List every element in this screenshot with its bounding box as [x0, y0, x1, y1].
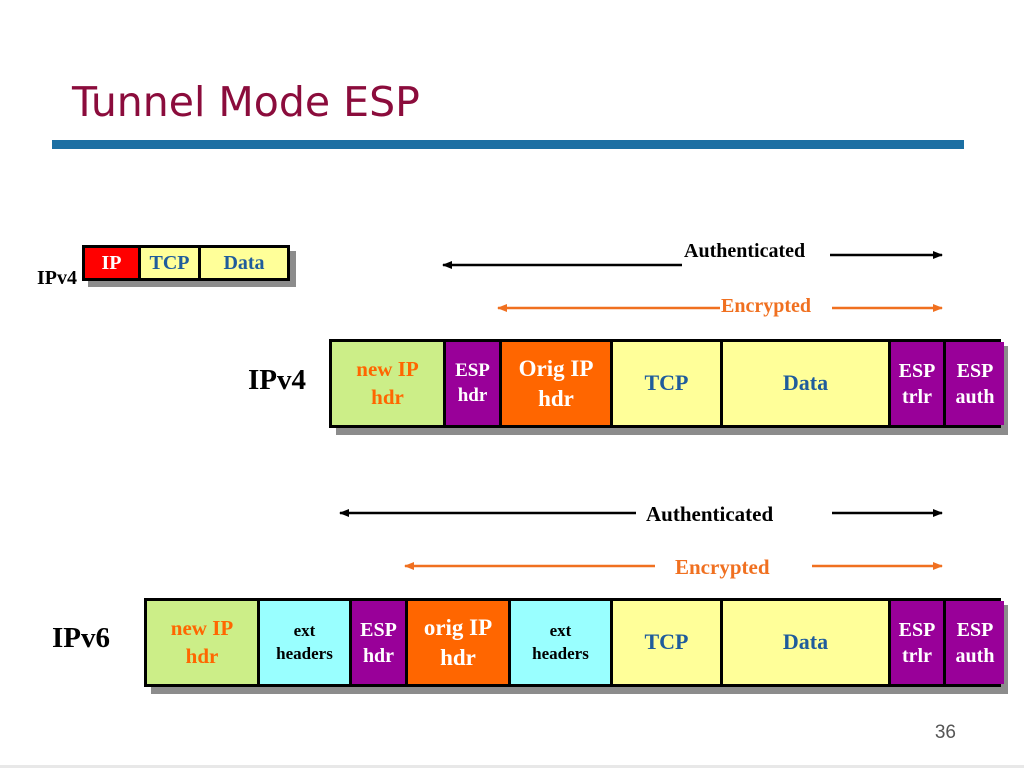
tunnel-ipv4-field: TCP [613, 342, 723, 425]
original-ipv4-field: IP [85, 248, 141, 278]
tunnel-ipv6-label: IPv6 [52, 622, 110, 654]
tunnel-ipv4-field: ESP trlr [891, 342, 946, 425]
tunnel-ipv4-label: IPv4 [248, 364, 306, 396]
tunnel-ipv6-field: ESP trlr [891, 601, 946, 684]
original-ipv4-label: IPv4 [37, 267, 77, 289]
tunnel-ipv6-field: TCP [613, 601, 723, 684]
tunnel-ipv4-field: Data [723, 342, 891, 425]
tunnel-ipv4-field: Orig IP hdr [502, 342, 613, 425]
title-underline [52, 140, 964, 149]
tunnel-ipv4-field: ESP auth [946, 342, 1004, 425]
ipv4-encrypted-label: Encrypted [721, 295, 811, 318]
tunnel-ipv6-field: orig IP hdr [408, 601, 511, 684]
tunnel-ipv6-field: ext headers [511, 601, 613, 684]
tunnel-ipv6-field: ESP auth [946, 601, 1004, 684]
footer-rule [0, 765, 1024, 768]
slide-title: Tunnel Mode ESP [72, 78, 420, 126]
ipv6-encrypted-label: Encrypted [675, 555, 770, 580]
tunnel-ipv4-field: ESP hdr [446, 342, 502, 425]
tunnel-ipv6-field: Data [723, 601, 891, 684]
tunnel-ipv4-field: new IP hdr [332, 342, 446, 425]
ipv4-authenticated-label: Authenticated [684, 240, 806, 263]
tunnel-ipv6-field: ESP hdr [352, 601, 408, 684]
page-number: 36 [934, 722, 956, 743]
tunnel-ipv6-field: ext headers [260, 601, 352, 684]
tunnel-ipv6-field: new IP hdr [147, 601, 260, 684]
original-ipv4-field: TCP [141, 248, 201, 278]
original-ipv4-field: Data [201, 248, 287, 278]
ipv6-authenticated-label: Authenticated [646, 502, 774, 527]
